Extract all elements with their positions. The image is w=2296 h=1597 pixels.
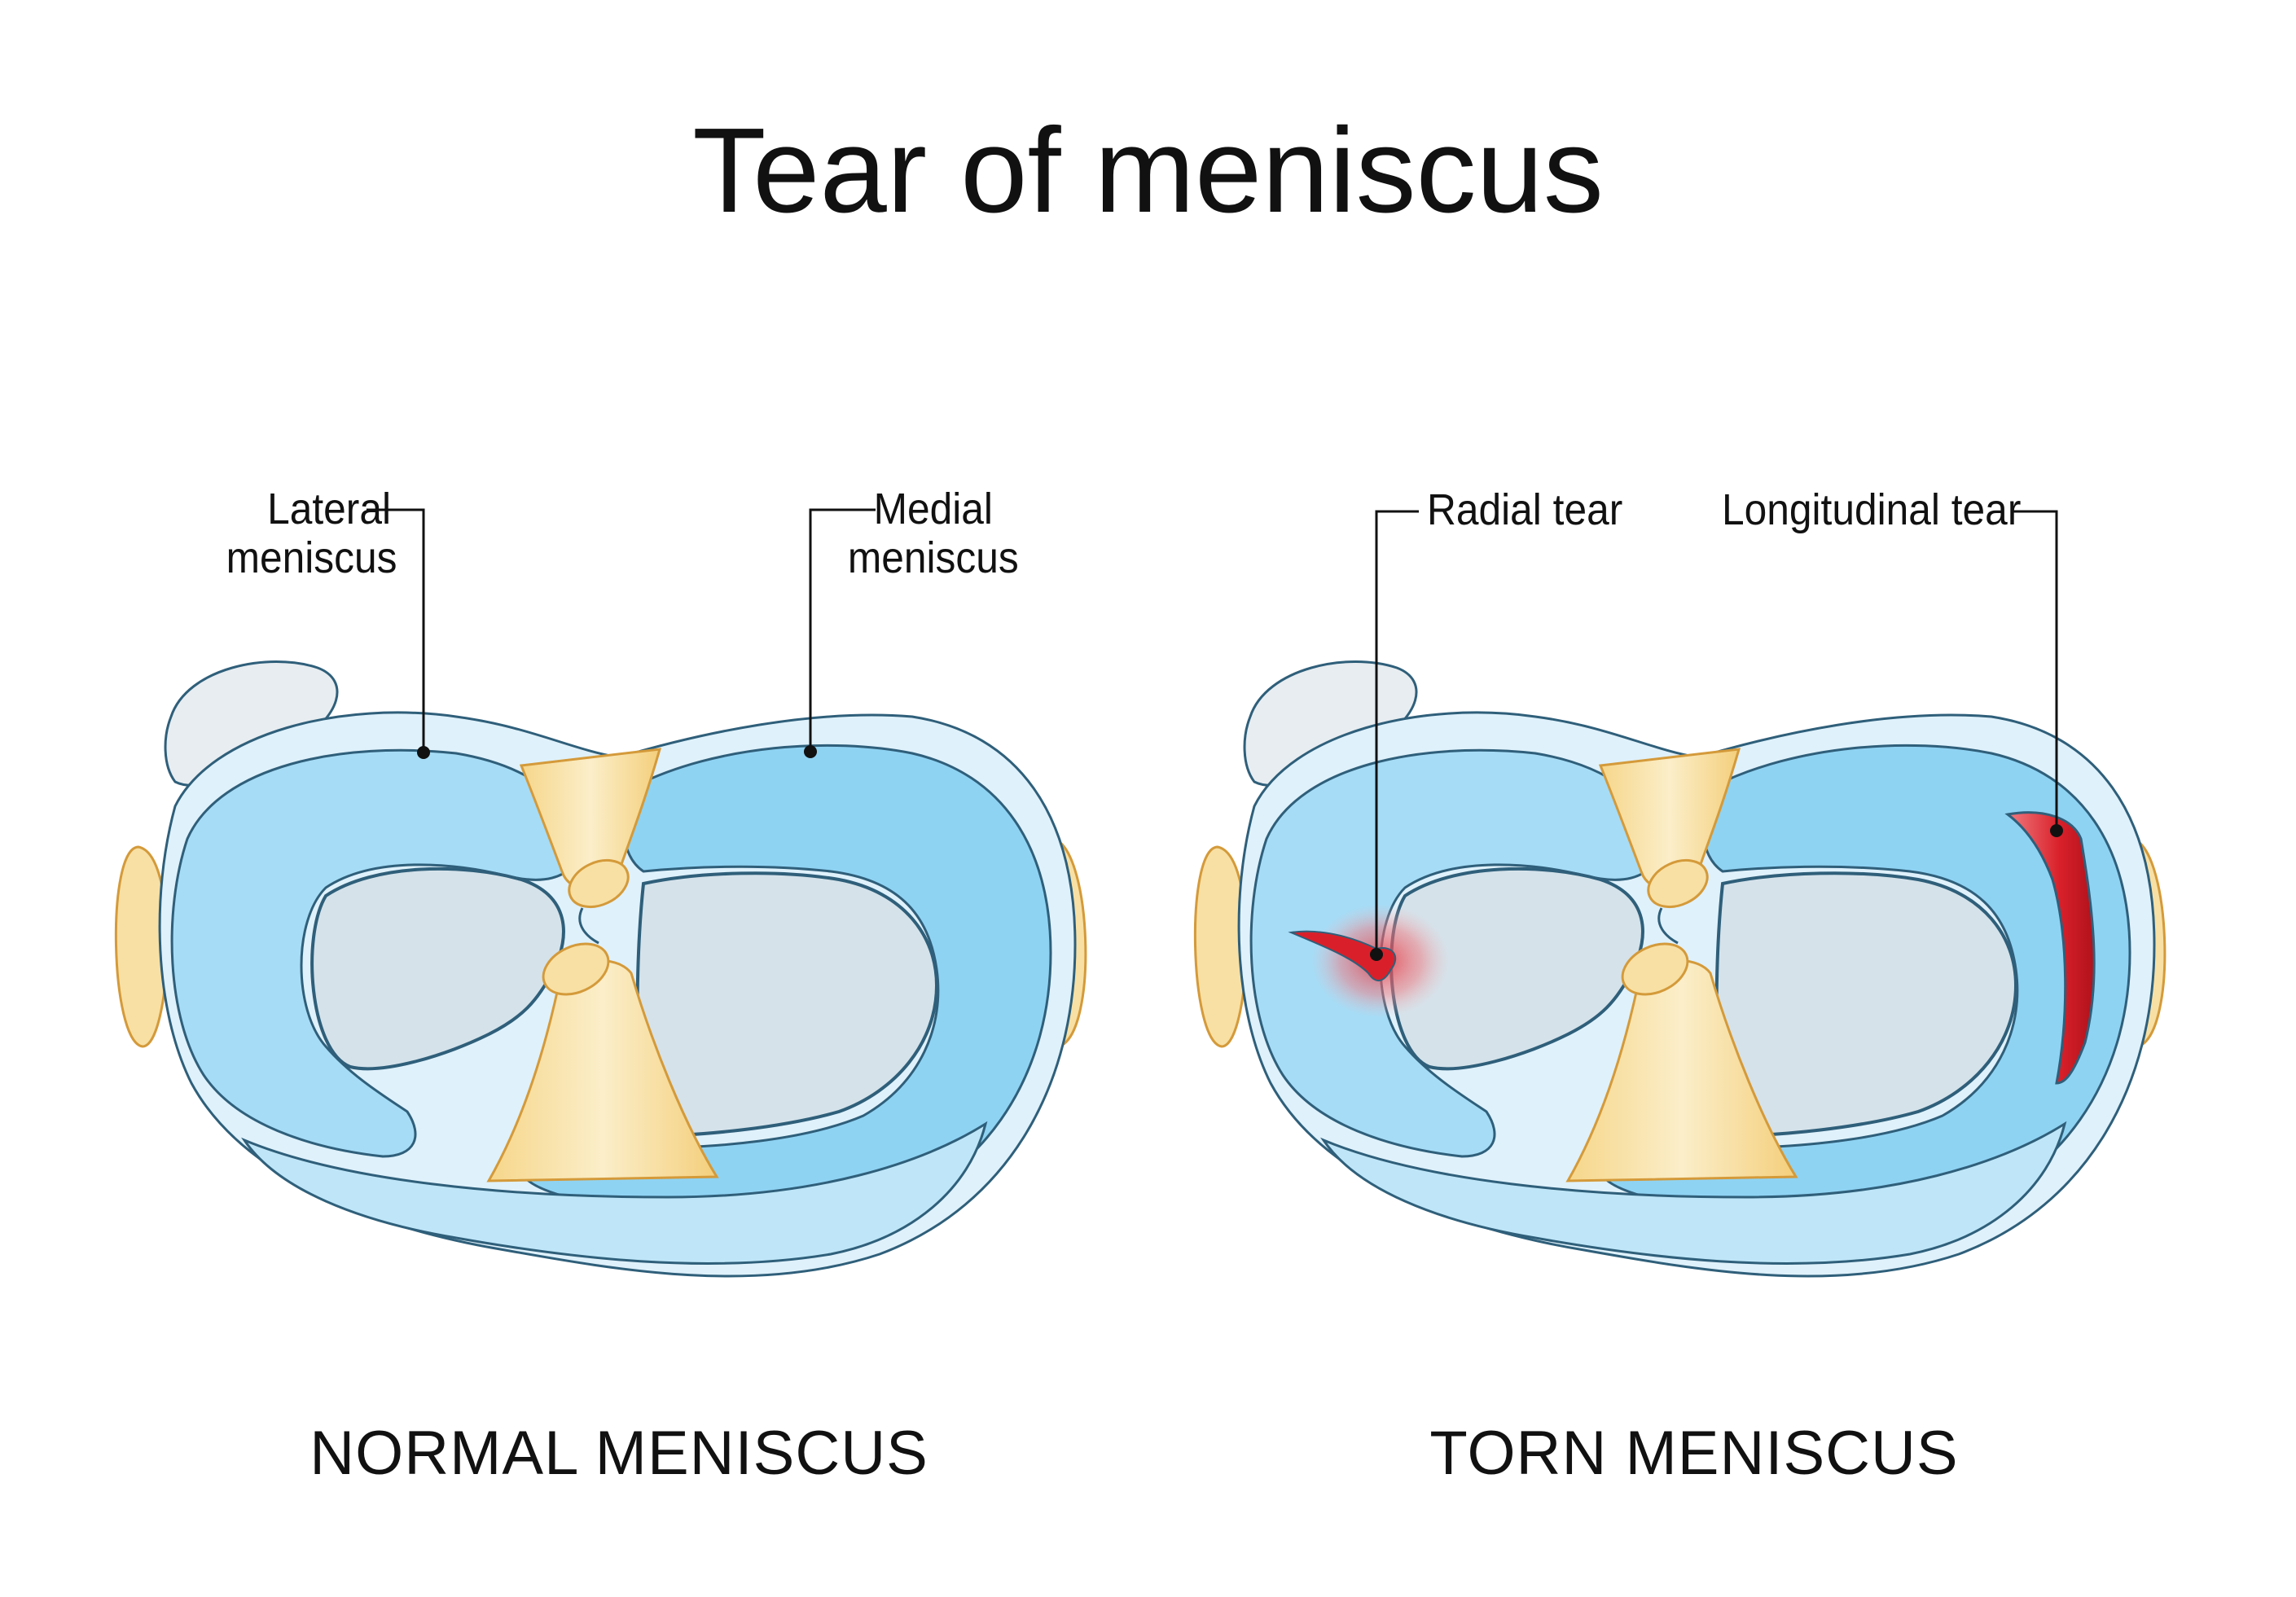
leader-longitudinal (2012, 510, 2058, 831)
normal-knee (114, 660, 1087, 1279)
leader-medial-dot (804, 745, 817, 758)
label-radial-tear: Radial tear (1427, 485, 1623, 534)
label-longitudinal-tear: Longitudinal tear (1722, 485, 2022, 534)
label-medial-line2: meniscus (847, 533, 1019, 582)
leader-radial (1375, 510, 1419, 954)
radial-tear (1288, 904, 1450, 1018)
label-lateral-line2: meniscus (226, 533, 397, 582)
caption-normal-meniscus: NORMAL MENISCUS (309, 1419, 928, 1488)
longitudinal-tear (2004, 811, 2096, 1085)
caption-torn-meniscus: TORN MENISCUS (1429, 1419, 1959, 1488)
leader-medial (809, 508, 876, 752)
leader-lateral-dot (417, 746, 430, 759)
leader-lateral (367, 508, 425, 752)
leader-longitudinal-dot (2050, 824, 2063, 837)
leader-radial-dot (1370, 948, 1383, 961)
normal-leaders (367, 508, 876, 759)
label-medial-meniscus: Medial meniscus (847, 485, 1020, 582)
torn-leaders (1370, 510, 2063, 961)
label-medial-line1: Medial (873, 485, 993, 533)
diagram-title: Tear of meniscus (692, 103, 1604, 238)
